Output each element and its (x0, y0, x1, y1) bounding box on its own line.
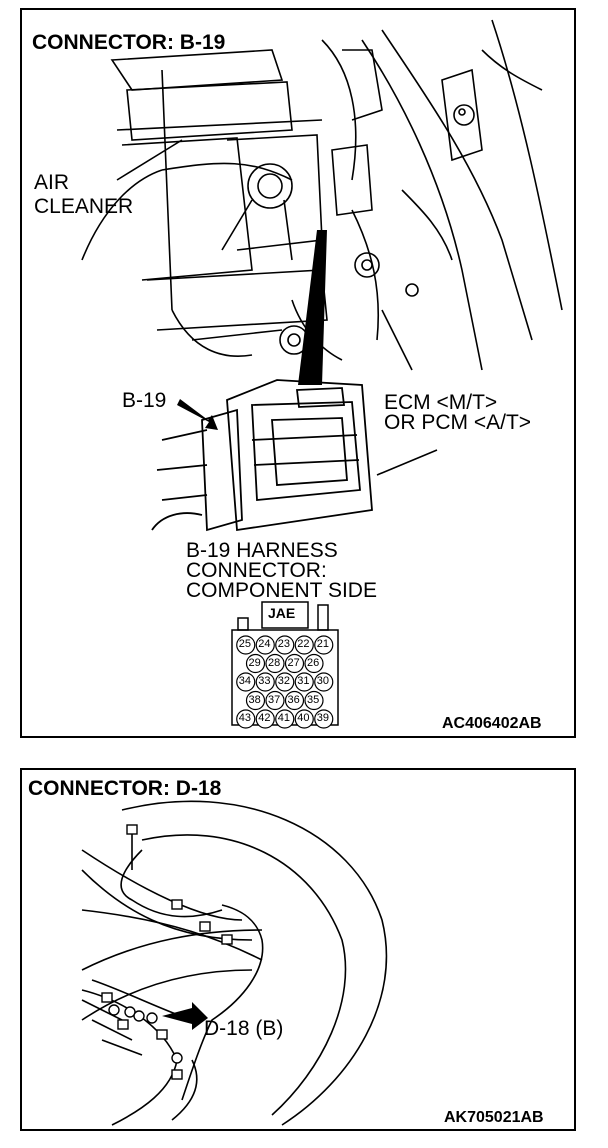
pin-circle (255, 635, 275, 655)
pin-number: 41 (277, 712, 290, 724)
connector-d18-diagram: CONNECTOR: D-18 D-18 (B) AK705021AB (20, 768, 576, 1131)
harness-label-line1: B-19 HARNESS (186, 539, 338, 562)
pin-circle (275, 635, 295, 655)
vehicle-rear-illustration (81, 800, 388, 1126)
pin-number: 33 (258, 675, 271, 687)
pin-circle (275, 672, 295, 692)
pin-number: 27 (287, 656, 300, 669)
pin-circle (236, 672, 256, 692)
air-cleaner-label-line1: AIR (34, 171, 70, 194)
pin-circle (245, 653, 266, 674)
b19-callout-label: B-19 (122, 389, 167, 412)
pin-circle (265, 653, 285, 674)
pin-number: 39 (316, 712, 329, 724)
ecm-label-line1: ECM <M/T> (384, 391, 498, 414)
pin-circle (275, 709, 295, 729)
harness-label-line3: COMPONENT SIDE (186, 579, 377, 602)
pin-circle (255, 672, 275, 692)
ecm-label-line2: OR PCM <A/T> (384, 411, 532, 434)
pin-circle (236, 635, 256, 655)
diagram-title: CONNECTOR: D-18 (28, 777, 222, 800)
pin-number: 21 (316, 638, 329, 650)
pin-number: 29 (248, 656, 261, 669)
pin-number: 43 (238, 712, 251, 724)
pin-circle (265, 690, 285, 711)
pin-circle (236, 709, 256, 729)
pin-circle (314, 672, 334, 692)
pin-circle (284, 653, 305, 674)
pin-number: 25 (238, 638, 251, 650)
connector-tag: JAE (268, 605, 296, 621)
pin-number: 28 (268, 656, 281, 669)
pin-number: 30 (316, 675, 329, 687)
pin-number: 40 (297, 712, 310, 724)
pin-circle (314, 635, 334, 655)
pin-number: 35 (307, 693, 320, 706)
pin-number: 36 (287, 693, 300, 706)
d18-callout-label: D-18 (B) (204, 1017, 284, 1040)
diagram-title: CONNECTOR: B-19 (32, 31, 226, 54)
pin-circle (284, 690, 305, 711)
figure-code: AK705021AB (444, 1109, 544, 1126)
air-cleaner-label-line2: CLEANER (34, 195, 134, 218)
pin-number: 26 (307, 656, 320, 669)
pin-number: 37 (268, 693, 281, 706)
pin-circle (245, 690, 266, 711)
pin-number: 32 (277, 675, 290, 687)
pin-circle (294, 672, 314, 692)
pin-number: 22 (297, 638, 310, 650)
pin-circle (294, 709, 314, 729)
pin-number: 23 (277, 638, 290, 650)
pin-circle (304, 690, 324, 711)
pin-circle (294, 635, 314, 655)
pin-number: 24 (258, 638, 271, 650)
pin-number: 42 (258, 712, 271, 724)
harness-label-line2: CONNECTOR: (186, 559, 327, 582)
pin-grid (236, 635, 334, 729)
figure-code: AC406402AB (442, 715, 542, 732)
pin-circle (255, 709, 275, 729)
pin-circle (314, 709, 334, 729)
engine-bay-illustration (81, 19, 563, 729)
pin-number: 31 (297, 675, 310, 687)
pin-circle (304, 653, 324, 674)
pin-number: 34 (238, 675, 251, 687)
connector-b19-diagram: CONNECTOR: B-19 AIR CLEANER B-19 ECM <M/… (20, 8, 576, 738)
pin-number: 38 (248, 693, 261, 706)
